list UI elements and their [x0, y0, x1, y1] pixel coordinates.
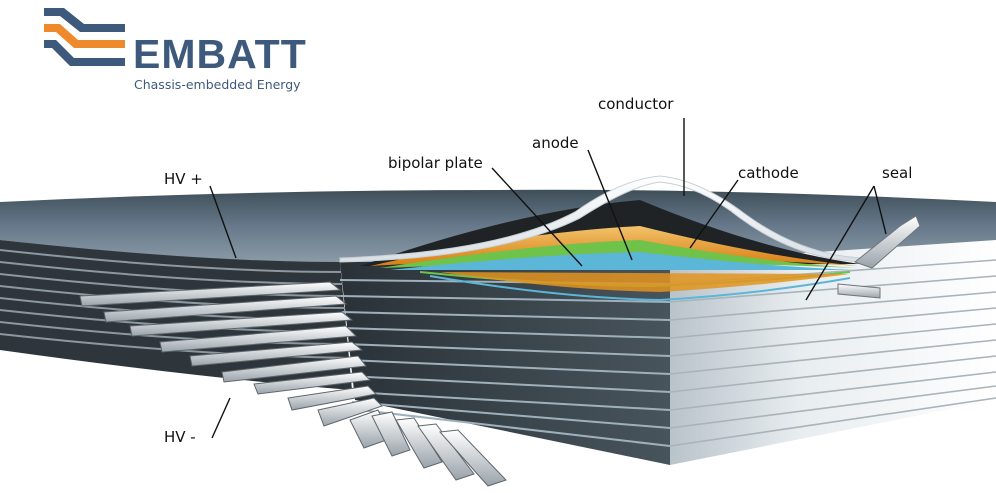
label-seal: seal — [882, 166, 912, 181]
label-hv-plus: HV + — [164, 172, 203, 187]
label-conductor: conductor — [598, 97, 673, 112]
label-cathode: cathode — [738, 166, 799, 181]
logo-mark-icon — [40, 6, 135, 76]
logo-tagline: Chassis-embedded Energy — [134, 79, 301, 92]
leader-hv-minus — [212, 398, 230, 438]
label-anode: anode — [532, 136, 579, 151]
logo-wordmark: EMBATT — [133, 34, 307, 75]
embatt-logo: EMBATT Chassis-embedded Energy — [40, 6, 320, 96]
label-bipolar-plate: bipolar plate — [388, 156, 483, 171]
label-hv-minus: HV - — [164, 430, 196, 445]
